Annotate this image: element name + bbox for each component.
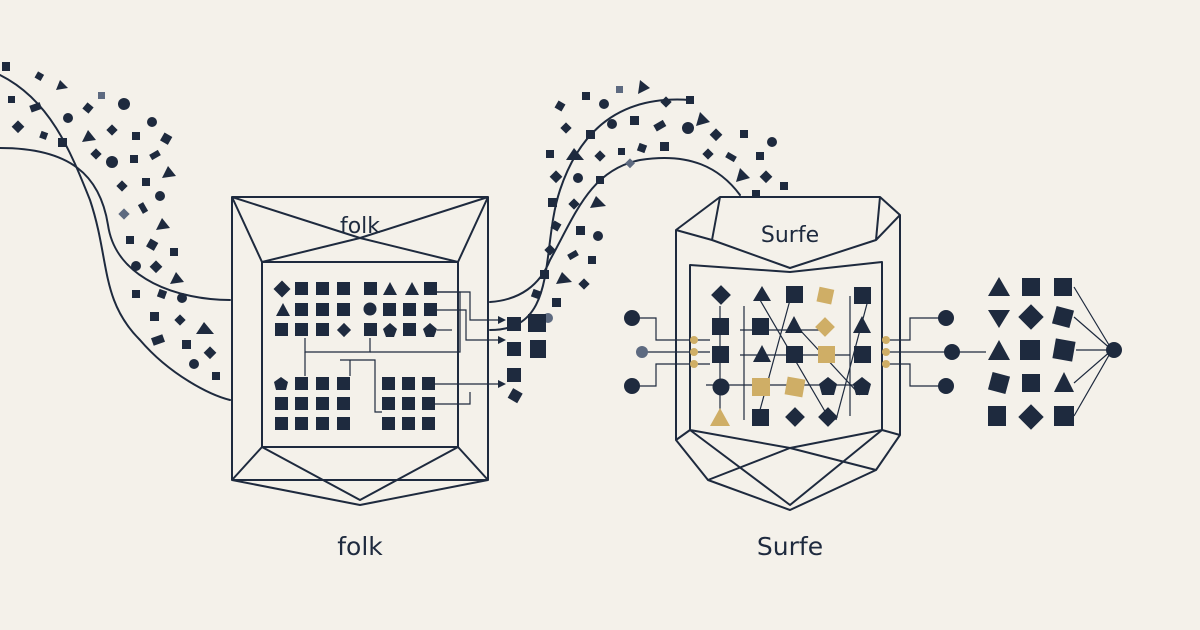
surfe-input-nodes <box>624 310 698 394</box>
folk-box-outer <box>231 196 489 481</box>
surfe-box-bottom-facets <box>675 429 901 506</box>
folk-caption: folk <box>337 532 383 561</box>
folk-box-title: folk <box>340 214 380 239</box>
stream2-upper-curve <box>489 98 691 331</box>
input-node <box>636 346 648 358</box>
surfe-box <box>675 196 901 511</box>
surfe-box-top-facets <box>675 196 901 269</box>
final-merge-lines <box>1073 286 1113 417</box>
folk-connectors <box>304 291 498 413</box>
final-output-grid <box>987 277 1076 430</box>
input-node <box>624 310 640 326</box>
output-node <box>944 344 960 360</box>
surfe-shape-grid <box>710 285 871 427</box>
output-node <box>938 378 954 394</box>
stream2-lower-curve <box>489 156 741 303</box>
output-node <box>938 310 954 326</box>
input-node <box>624 378 640 394</box>
surfe-box-title: Surfe <box>761 223 819 248</box>
surfe-output-nodes <box>882 310 960 394</box>
surfe-box-outer <box>675 196 901 511</box>
folk-box <box>231 196 489 506</box>
final-merge-node <box>1106 342 1122 358</box>
particle-stream-middle <box>530 80 788 323</box>
stream1-lower-curve <box>0 74 231 401</box>
folk-input-grid <box>273 280 437 430</box>
surfe-network-lines <box>632 296 948 421</box>
folk-output-shapes <box>507 314 546 404</box>
folk-box-bottom-facets <box>231 446 489 506</box>
particle-stream-left <box>2 62 220 380</box>
folk-arrowheads <box>498 316 506 388</box>
surfe-caption: Surfe <box>757 532 823 561</box>
stream1-upper-curve <box>0 147 231 301</box>
